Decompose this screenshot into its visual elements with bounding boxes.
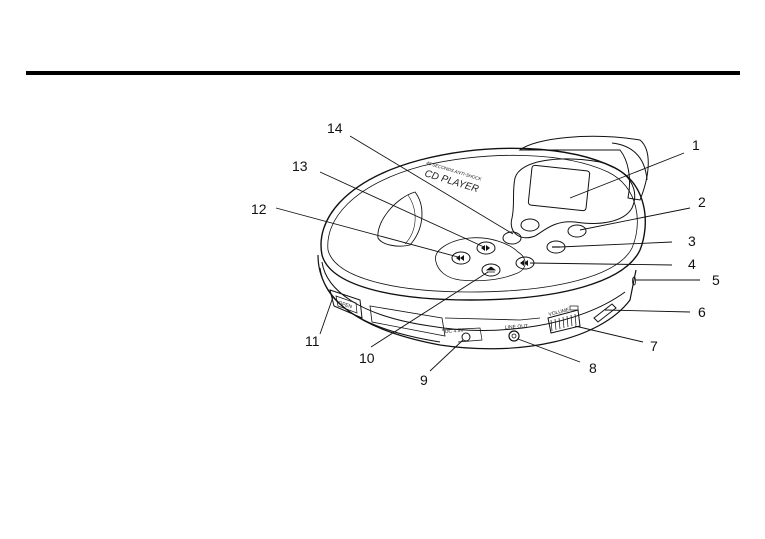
- leader-6: [604, 309, 691, 313]
- leader-13: [319, 171, 485, 248]
- cd-player-body: [317, 135, 649, 350]
- lineout-label: LINE OUT: [505, 323, 528, 331]
- leader-2: [579, 207, 691, 231]
- leader-11: [319, 296, 334, 335]
- leader-3: [559, 241, 673, 248]
- callout-14: 14: [327, 120, 343, 136]
- leader-14: [349, 135, 514, 235]
- callout-4: 4: [688, 256, 696, 272]
- callout-9: 9: [420, 372, 428, 388]
- callout-2: 2: [698, 194, 706, 210]
- callout-3: 3: [688, 233, 696, 249]
- leader-9: [429, 339, 464, 372]
- dc-jack-label: DC 4.5V: [445, 328, 465, 335]
- leader-7: [574, 325, 644, 343]
- leader-lines: [275, 135, 700, 372]
- leader-8: [517, 338, 581, 363]
- leader-1: [569, 152, 685, 199]
- callout-11: 11: [305, 333, 320, 349]
- header-rule: [26, 71, 740, 75]
- callout-13: 13: [292, 158, 308, 174]
- callout-10: 10: [359, 350, 375, 366]
- leader-12: [275, 207, 459, 258]
- callout-numbers: 1 2 3 4 5 6 7 8 9 10 11 12 13 14: [251, 120, 720, 388]
- leader-4: [529, 262, 673, 266]
- callout-1: 1: [692, 137, 700, 153]
- callout-12: 12: [251, 201, 267, 217]
- leader-10: [370, 271, 489, 348]
- volume-label: VOLUME: [548, 307, 571, 318]
- callout-8: 8: [589, 360, 597, 376]
- callout-7: 7: [650, 338, 658, 354]
- open-label: OPEN: [337, 300, 353, 310]
- callout-5: 5: [712, 272, 720, 288]
- device-labels: 45 SECONDS ANTI-SHOCK CD PLAYER DC 4.5V …: [337, 160, 570, 335]
- callout-6: 6: [698, 304, 706, 320]
